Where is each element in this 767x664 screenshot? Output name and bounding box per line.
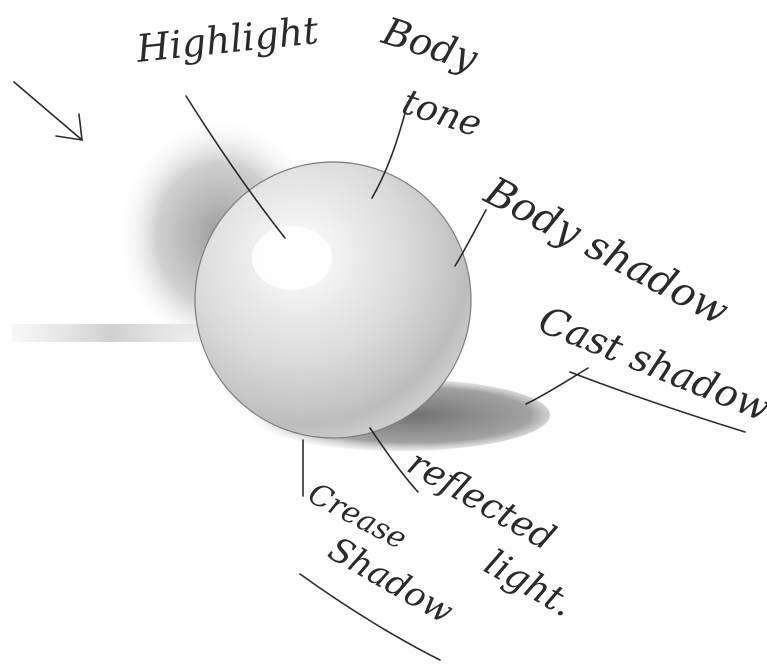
- label-body-shadow: Body shadow: [476, 168, 736, 335]
- surface-line: [12, 324, 212, 342]
- label-body-tone-2: tone: [397, 82, 486, 146]
- label-reflected-light-2: light.: [478, 542, 581, 625]
- label-body-tone-1: Body: [376, 8, 483, 80]
- label-highlight: Highlight: [133, 8, 321, 71]
- label-cast-shadow: Cast shadow: [533, 298, 767, 431]
- label-reflected-light-1: reflected: [401, 442, 562, 559]
- sphere: [195, 162, 471, 438]
- highlight-spot: [252, 226, 332, 290]
- body-shadow-leader: [455, 210, 486, 266]
- arrow-icon: [14, 82, 82, 140]
- cast-shadow-leader: [526, 368, 588, 404]
